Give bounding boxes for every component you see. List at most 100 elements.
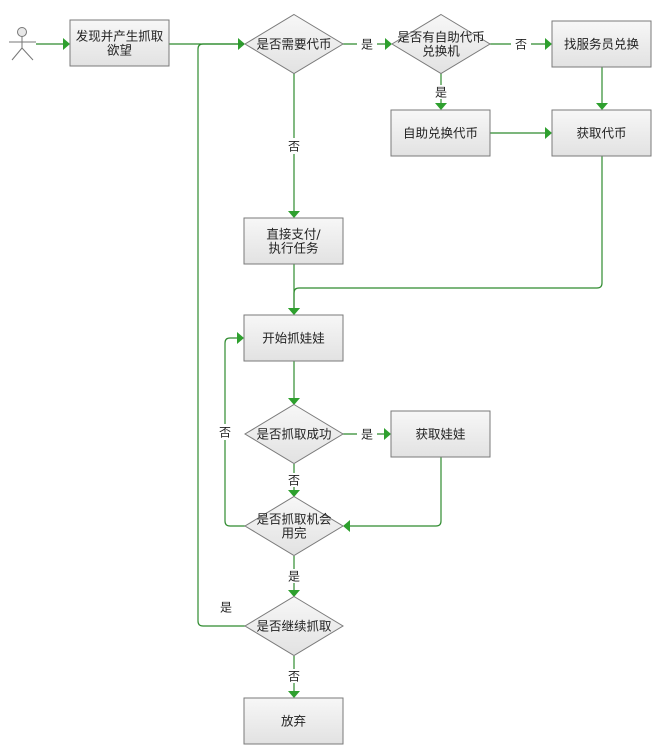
node-find-staff[interactable]: 找服务员兑换 (551, 20, 652, 68)
node-label: 直接支付/ (266, 227, 321, 242)
edge-chances_used-to-continue_grab: 是 (285, 556, 303, 597)
edge-self_exchange-to-get_coin (490, 127, 552, 139)
node-get-coin[interactable]: 获取代币 (551, 109, 652, 157)
arrow-head-icon (288, 398, 300, 405)
edge-has_machine-to-self_exchange: 是 (432, 73, 450, 110)
node-get-doll[interactable]: 获取娃娃 (390, 410, 491, 458)
process-box (390, 410, 491, 458)
edge-get_doll-to-chances_used (343, 457, 442, 532)
node-label: 是否抓取成功 (256, 427, 331, 442)
node-label: 兑换机 (422, 44, 460, 59)
node-label: 执行任务 (268, 241, 318, 256)
node-label: 找服务员兑换 (564, 37, 640, 52)
node-continue-grab[interactable]: 是否继续抓取 (244, 595, 344, 657)
edge-chances_used-to-start_grab: 否 (215, 332, 245, 527)
process-box (551, 109, 652, 157)
process-box (69, 19, 170, 67)
edge-grab_success-to-chances_used: 否 (285, 464, 303, 497)
actor-head-icon (17, 27, 27, 37)
node-label: 放弃 (281, 714, 306, 729)
edge-label-bg (285, 569, 303, 583)
node-grab-success[interactable]: 是否抓取成功 (244, 403, 344, 465)
node-label: 用完 (281, 526, 306, 541)
edge-label-bg (357, 36, 377, 52)
decision-diamond (244, 495, 344, 557)
arrow-head-icon (343, 520, 350, 532)
process-box (243, 217, 344, 265)
arrow-head-icon (288, 211, 300, 218)
edge-label: 否 (515, 38, 527, 52)
arrow-head-icon (63, 38, 70, 50)
edge-label: 否 (288, 670, 300, 684)
edge-line (197, 43, 245, 627)
node-label: 是否需要代币 (256, 37, 331, 52)
node-label: 获取娃娃 (415, 427, 465, 442)
edge-need_coin-to-has_machine: 是 (343, 36, 392, 52)
arrow-head-icon (545, 38, 552, 50)
decision-diamond (244, 13, 344, 75)
arrow-head-icon (237, 332, 244, 344)
process-box (551, 20, 652, 68)
process-box (243, 697, 344, 745)
edge-start_grab-to-grab_success (288, 361, 300, 405)
edge-label: 是 (361, 38, 373, 52)
node-give-up[interactable]: 放弃 (243, 697, 344, 745)
edge-continue_grab-to-give_up: 否 (285, 656, 303, 698)
process-box (390, 109, 491, 157)
edge-label: 是 (361, 428, 373, 442)
node-label: 获取代币 (576, 126, 626, 141)
edge-label: 否 (288, 140, 300, 154)
arrow-head-icon (288, 590, 300, 597)
arrow-head-icon (385, 38, 392, 50)
node-label: 是否有自助代币 (397, 30, 485, 45)
edge-label-bg (284, 138, 304, 154)
actor-leg-icon (21, 47, 34, 61)
edge-need_coin-to-direct_pay: 否 (284, 73, 304, 218)
arrow-head-icon (384, 428, 391, 440)
edge-continue_grab-to-need_coin: 是 (197, 43, 245, 627)
node-label: 自助兑换代币 (403, 126, 478, 141)
decision-diamond (244, 403, 344, 465)
node-label: 欲望 (107, 43, 132, 58)
edge-label: 否 (288, 474, 300, 488)
arrow-head-icon (288, 691, 300, 698)
edge-label: 是 (220, 601, 232, 615)
node-direct-pay[interactable]: 直接支付/执行任务 (243, 217, 344, 265)
edge-find_staff-to-get_coin (596, 67, 608, 110)
node-label: 是否抓取机会 (256, 512, 332, 527)
edge-user-to-desire (36, 38, 70, 50)
edge-direct_pay-to-start_grab (288, 264, 300, 315)
edge-label-bg (357, 426, 377, 442)
node-need-coin[interactable]: 是否需要代币 (244, 13, 344, 75)
decision-diamond (391, 13, 491, 75)
node-start-grab[interactable]: 开始抓娃娃 (243, 314, 344, 362)
arrow-head-icon (596, 103, 608, 110)
edge-line (344, 457, 442, 527)
actor-leg-icon (11, 47, 23, 61)
node-label: 是否继续抓取 (256, 619, 332, 634)
node-label: 开始抓娃娃 (262, 331, 325, 346)
arrow-head-icon (545, 127, 552, 139)
edge-label-bg (215, 424, 235, 440)
edge-label-bg (285, 669, 303, 683)
edge-label-bg (285, 473, 303, 487)
decision-diamond (244, 595, 344, 657)
edge-grab_success-to-get_doll: 是 (343, 426, 391, 442)
arrow-head-icon (288, 308, 300, 315)
node-self-exchange[interactable]: 自助兑换代币 (390, 109, 491, 157)
edge-has_machine-to-find_staff: 否 (490, 36, 552, 52)
arrow-head-icon (435, 103, 447, 110)
edge-label: 是 (288, 570, 300, 584)
process-box (243, 314, 344, 362)
edge-label: 是 (435, 86, 447, 100)
edge-label: 否 (219, 426, 231, 440)
node-label: 发现并产生抓取 (76, 29, 164, 44)
edge-label-bg (511, 36, 531, 52)
arrow-head-icon (288, 490, 300, 497)
